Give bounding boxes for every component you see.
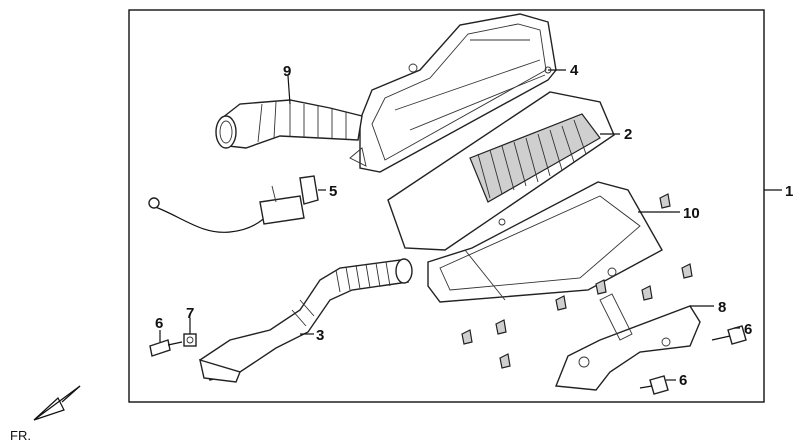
label-8: 8 xyxy=(718,299,726,316)
part-6-bolt-bottom xyxy=(639,375,669,395)
direction-label: FR. xyxy=(10,428,31,443)
leader-lines xyxy=(159,69,782,381)
label-7: 7 xyxy=(186,305,194,322)
label-4: 4 xyxy=(570,62,579,79)
part-6-bolt-left xyxy=(149,339,183,357)
part-5-breather-hose xyxy=(148,175,319,233)
label-10: 10 xyxy=(683,205,700,222)
part-6-bolt-right xyxy=(711,325,747,345)
label-9: 9 xyxy=(283,63,291,80)
label-3: 3 xyxy=(316,327,324,344)
part-10-cover xyxy=(427,181,663,303)
part-2-filter-element xyxy=(387,91,615,251)
part-3-duct xyxy=(199,258,413,383)
label-6-right: 6 xyxy=(744,321,752,338)
label-6-bottom: 6 xyxy=(679,372,687,389)
assembly-frame xyxy=(128,9,765,403)
front-direction-arrow-icon xyxy=(33,385,81,421)
part-7-nut xyxy=(183,333,197,347)
part-8-bracket xyxy=(555,293,701,391)
label-1: 1 xyxy=(785,183,793,200)
label-5: 5 xyxy=(329,183,337,200)
label-2: 2 xyxy=(624,126,632,143)
label-6-left: 6 xyxy=(155,315,163,332)
screws xyxy=(461,193,693,369)
part-9-intake-tube xyxy=(215,99,363,149)
part-4-cleaner-case xyxy=(349,13,557,173)
